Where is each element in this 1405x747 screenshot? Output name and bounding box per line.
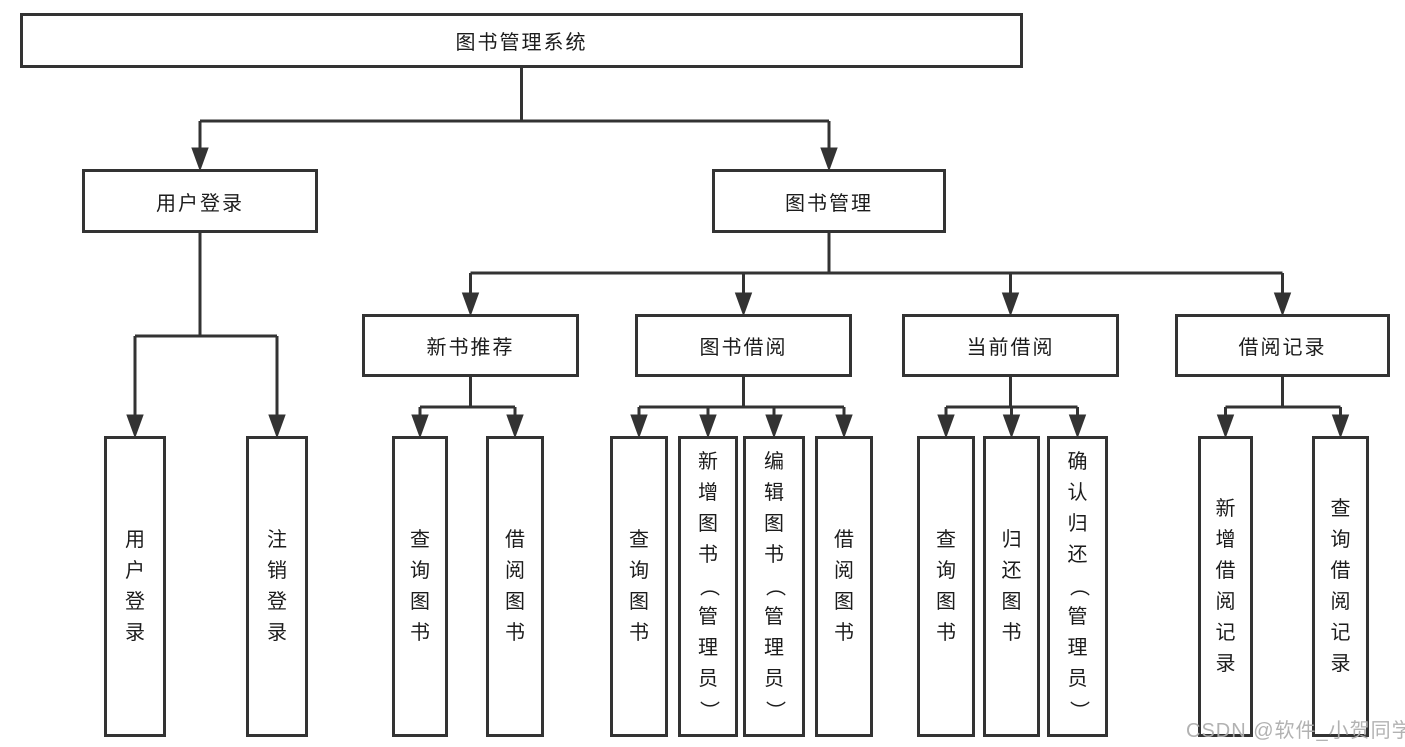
node-label: 图书管理系统 bbox=[455, 32, 588, 54]
node-label: 新增图书（管理员） bbox=[697, 451, 720, 721]
node-current-borrowing: 当前借阅 bbox=[902, 314, 1119, 377]
leaf-add-books-admin: 新增图书（管理员） bbox=[678, 436, 738, 737]
arrow-icon bbox=[1216, 414, 1235, 439]
arrow-icon bbox=[765, 414, 783, 439]
arrow-icon bbox=[1273, 292, 1292, 317]
leaf-query-books-borrowing: 查询图书 bbox=[610, 436, 668, 737]
node-label: 用户登录 bbox=[125, 528, 145, 644]
node-label: 归还图书 bbox=[1001, 528, 1022, 644]
node-book-borrowing: 图书借阅 bbox=[635, 314, 852, 377]
leaf-add-borrow-record: 新增借阅记录 bbox=[1198, 436, 1253, 737]
arrow-icon bbox=[126, 414, 144, 439]
arrow-icon bbox=[937, 414, 955, 439]
leaf-logout: 注销登录 bbox=[246, 436, 308, 737]
arrow-icon bbox=[1001, 292, 1020, 317]
node-label: 注销登录 bbox=[267, 528, 287, 644]
node-label: 确认归还（管理员） bbox=[1067, 451, 1089, 721]
arrow-icon bbox=[630, 414, 648, 439]
node-library-management-system: 图书管理系统 bbox=[20, 13, 1023, 68]
leaf-confirm-return-admin: 确认归还（管理员） bbox=[1047, 436, 1108, 737]
node-label: 新书推荐 bbox=[426, 337, 515, 359]
arrow-icon bbox=[506, 414, 524, 439]
node-label: 新增借阅记录 bbox=[1215, 497, 1236, 675]
leaf-borrow-books-borrowing: 借阅图书 bbox=[815, 436, 873, 737]
node-new-book-recommendation: 新书推荐 bbox=[362, 314, 579, 377]
arrow-icon bbox=[1331, 414, 1350, 439]
leaf-edit-books-admin: 编辑图书（管理员） bbox=[743, 436, 805, 737]
node-label: 查询图书 bbox=[629, 528, 649, 644]
leaf-return-books: 归还图书 bbox=[983, 436, 1040, 737]
arrow-icon bbox=[820, 147, 838, 172]
leaf-borrow-books-recommend: 借阅图书 bbox=[486, 436, 544, 737]
node-label: 查询借阅记录 bbox=[1330, 497, 1351, 675]
node-borrowing-records: 借阅记录 bbox=[1175, 314, 1390, 377]
arrow-icon bbox=[1002, 414, 1021, 439]
arrow-icon bbox=[1068, 414, 1087, 439]
node-label: 图书借阅 bbox=[699, 337, 788, 359]
arrow-icon bbox=[734, 292, 753, 317]
arrow-icon bbox=[411, 414, 429, 439]
arrow-icon bbox=[699, 414, 717, 439]
node-label: 查询图书 bbox=[410, 528, 430, 644]
leaf-query-borrow-record: 查询借阅记录 bbox=[1312, 436, 1369, 737]
leaf-user-login: 用户登录 bbox=[104, 436, 166, 737]
node-book-management: 图书管理 bbox=[712, 169, 946, 233]
leaf-query-books-current: 查询图书 bbox=[917, 436, 975, 737]
node-label: 图书管理 bbox=[785, 192, 873, 215]
watermark: CSDN @软件_小贺同学 bbox=[1186, 720, 1405, 742]
node-label: 用户登录 bbox=[156, 192, 244, 215]
node-label: 查询图书 bbox=[936, 528, 956, 644]
node-user-login: 用户登录 bbox=[82, 169, 318, 233]
arrow-icon bbox=[268, 414, 286, 439]
arrow-icon bbox=[461, 292, 480, 317]
node-label: 编辑图书（管理员） bbox=[763, 451, 786, 721]
arrow-icon bbox=[191, 147, 209, 172]
node-label: 借阅图书 bbox=[834, 528, 854, 644]
node-label: 借阅记录 bbox=[1238, 337, 1327, 359]
leaf-query-books-recommend: 查询图书 bbox=[392, 436, 448, 737]
node-label: 借阅图书 bbox=[505, 528, 525, 644]
arrow-icon bbox=[835, 414, 853, 439]
node-label: 当前借阅 bbox=[966, 337, 1055, 359]
